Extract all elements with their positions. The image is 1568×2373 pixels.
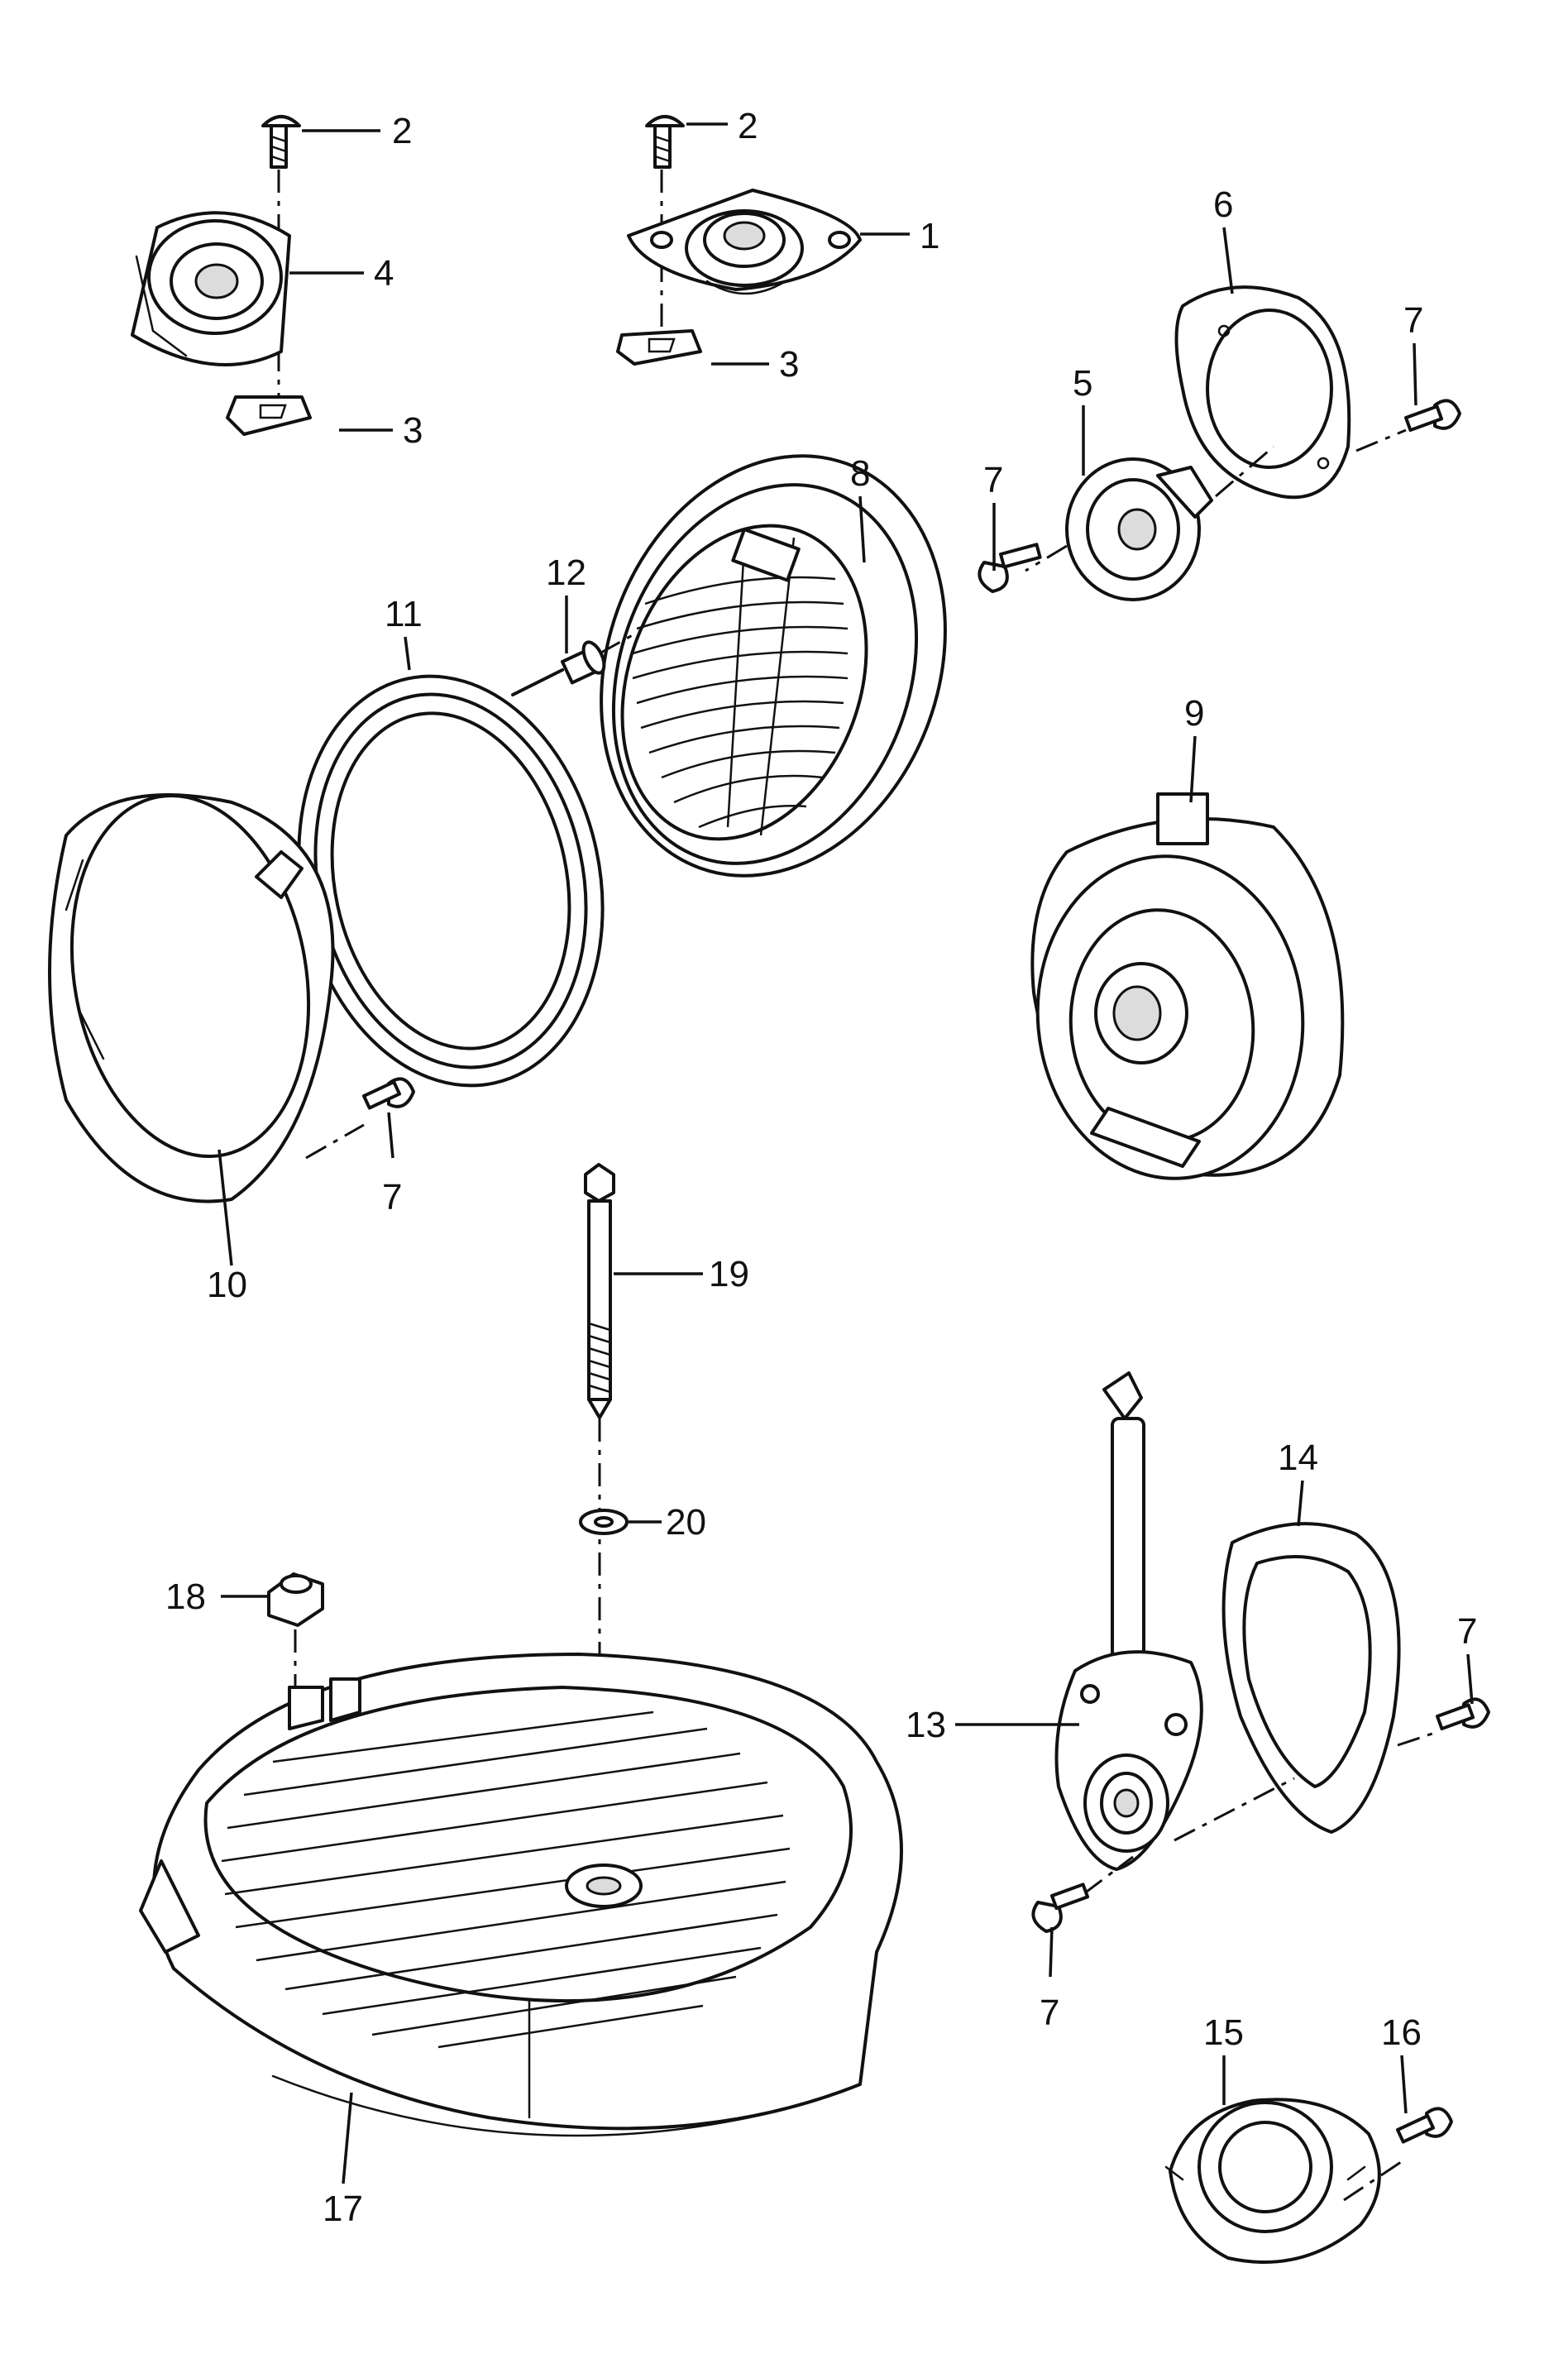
- tweeter-5: [1065, 457, 1213, 601]
- callout-8: 8: [850, 453, 870, 494]
- axis-line-rivet-12: [599, 631, 638, 655]
- speaker-9: [1030, 792, 1345, 1180]
- callout-7-left: 7: [382, 1177, 402, 1218]
- callout-1: 1: [920, 216, 939, 256]
- nut-18: [267, 1572, 324, 1627]
- bracket-10: [48, 793, 335, 1203]
- clip-3-left: [226, 395, 312, 436]
- callout-numbers: 2 2 1 4 3 3 6 7 5 7 8 12 11 9 7 10 19 20…: [165, 106, 1477, 2229]
- callout-16: 16: [1381, 2012, 1422, 2053]
- axis-line-tweeter-13: [1174, 1777, 1295, 1842]
- screw-7-a: [978, 543, 1042, 593]
- callout-14: 14: [1278, 1438, 1318, 1478]
- axis-line-screw-7d: [1397, 1731, 1436, 1747]
- callout-7-top-right: 7: [1403, 300, 1423, 341]
- washer-20: [579, 1509, 629, 1535]
- axis-line-screw-16: [1343, 2157, 1407, 2202]
- callout-18: 18: [165, 1576, 206, 1617]
- screw-2-center: [645, 115, 685, 169]
- screw-2-left: [261, 115, 301, 169]
- screw-7-e: [1031, 1883, 1090, 1933]
- callout-7-lower-right: 7: [1457, 1611, 1477, 1652]
- leader-lines: [218, 122, 1474, 2184]
- callout-20: 20: [666, 1502, 706, 1543]
- axis-line-screw-7e: [1083, 1855, 1134, 1896]
- clip-3-center: [616, 329, 702, 366]
- screw-7-d: [1436, 1697, 1490, 1731]
- callout-19: 19: [709, 1254, 749, 1294]
- callout-17: 17: [323, 2189, 363, 2229]
- rivet-12: [511, 640, 606, 696]
- axis-line-screw-7b: [1355, 428, 1407, 452]
- axis-line-tweeter-5: [1215, 445, 1274, 498]
- axis-line-screw-7c: [305, 1123, 365, 1160]
- callout-3-center: 3: [779, 344, 799, 385]
- callout-2-center: 2: [738, 106, 758, 146]
- callout-7-bottom: 7: [1040, 1993, 1059, 2033]
- callout-15: 15: [1203, 2012, 1244, 2053]
- screw-7-b: [1404, 399, 1461, 433]
- callout-10: 10: [207, 1265, 247, 1305]
- callout-4: 4: [374, 253, 394, 294]
- seal-ring-11: [297, 674, 605, 1088]
- speaker-15: [1164, 2098, 1381, 2264]
- cover-14: [1221, 1522, 1401, 1834]
- grille-lines-8: [632, 537, 849, 836]
- mounting-ring-6: [1174, 285, 1351, 500]
- callout-2-left: 2: [392, 111, 412, 151]
- callout-5: 5: [1073, 363, 1092, 404]
- callout-9: 9: [1184, 693, 1204, 734]
- callout-3-left: 3: [403, 410, 423, 451]
- callout-6: 6: [1213, 184, 1233, 225]
- callout-13: 13: [906, 1705, 946, 1745]
- screw-16: [1395, 2107, 1453, 2144]
- tweeter-assembly-13: [1054, 1371, 1203, 1871]
- callout-12: 12: [546, 553, 586, 593]
- callout-7-top: 7: [983, 460, 1003, 500]
- subwoofer-enclosure-17: [139, 1653, 903, 2137]
- speaker-4: [131, 211, 291, 366]
- axis-line-screw-7a: [1025, 544, 1068, 572]
- tweeter-1: [627, 189, 862, 295]
- screw-7-c: [361, 1077, 415, 1110]
- grille-lines-17: [221, 1710, 791, 2049]
- callout-11: 11: [385, 594, 423, 634]
- speaker-8: [600, 454, 947, 878]
- bolt-19: [584, 1163, 615, 1419]
